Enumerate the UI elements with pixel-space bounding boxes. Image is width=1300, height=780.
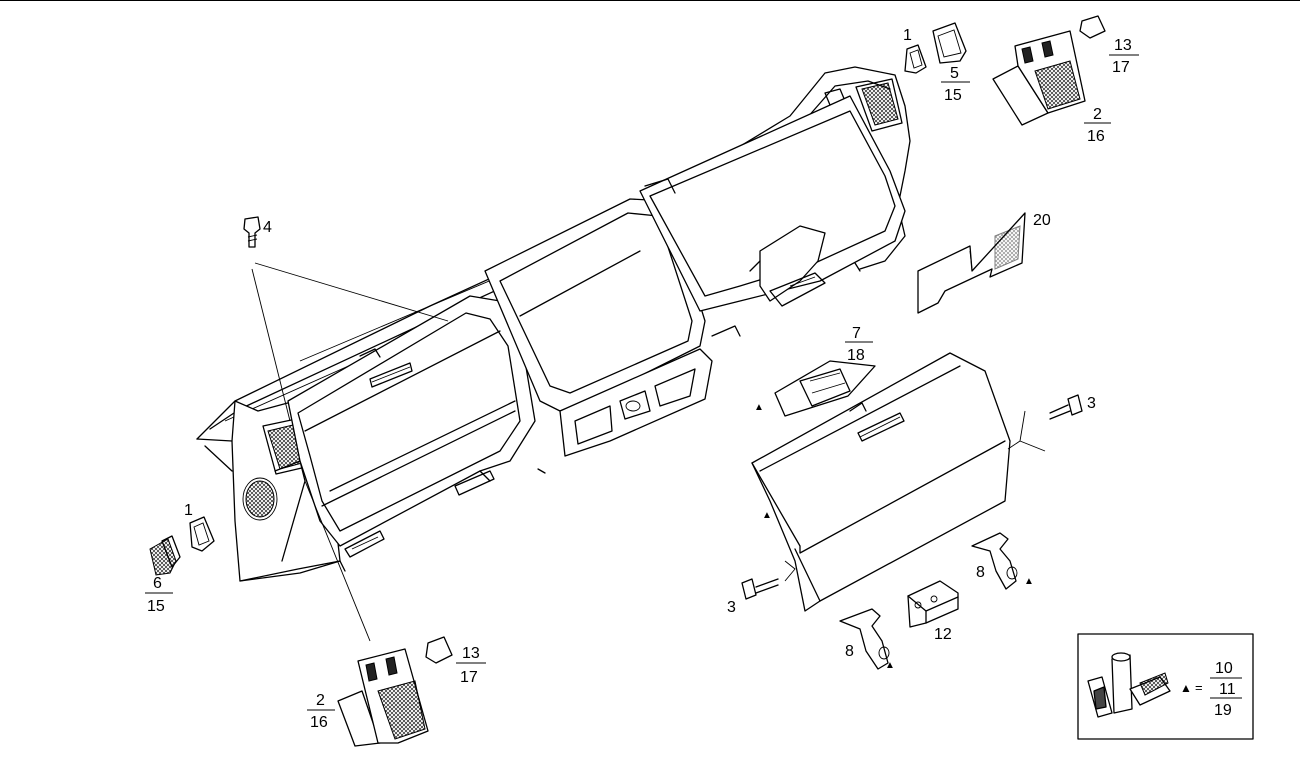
leader-line (254, 262, 449, 322)
legend-equals: = (1195, 680, 1203, 695)
callout-17-den-bottom: 17 (460, 669, 478, 686)
callout-2-num: 2 (1093, 106, 1102, 123)
hinge-bracket-drawing (839, 608, 890, 670)
hardware-kit-drawing (1087, 652, 1171, 718)
callout-3-right: 3 (1087, 395, 1096, 412)
callout-13-num: 13 (1114, 37, 1132, 54)
triangle-marker: ▲ (762, 510, 772, 521)
callout-15-den: 15 (944, 87, 962, 104)
latch-drawing (774, 360, 876, 417)
hinge-bracket-drawing (971, 532, 1018, 590)
callout-1-left: 1 (184, 502, 193, 519)
callout-20: 20 (1033, 212, 1051, 229)
leader-line (251, 268, 291, 422)
leader-line (304, 480, 371, 642)
vent-bezel-drawing (932, 22, 967, 64)
callout-8-left: 8 (845, 643, 854, 660)
glovebox-lid-drawing (751, 352, 1046, 612)
vent-ring-drawing (189, 516, 215, 552)
screw-drawing (741, 578, 779, 600)
legend-19: 19 (1214, 702, 1232, 719)
callout-16-den-bottom: 16 (310, 714, 328, 731)
callout-17-den: 17 (1112, 59, 1130, 76)
round-vent-drawing (149, 535, 181, 576)
vent-cap-drawing (1079, 15, 1106, 39)
vent-cap-drawing (425, 636, 453, 664)
legend-10: 10 (1215, 660, 1233, 677)
legend-box (1077, 633, 1254, 740)
callout-15-den-left: 15 (147, 598, 165, 615)
callout-13-num-bottom: 13 (462, 645, 480, 662)
callout-2-num-bottom: 2 (316, 692, 325, 709)
clip-part-4-drawing (243, 216, 261, 248)
callout-16-den: 16 (1087, 128, 1105, 145)
callout-18-den: 18 (847, 347, 865, 364)
callout-4: 4 (263, 219, 272, 236)
callout-8-right: 8 (976, 564, 985, 581)
air-vent-drawing (337, 648, 429, 747)
callout-5-num: 5 (950, 65, 959, 82)
legend-triangle: ▲ (1180, 681, 1192, 695)
callout-7-num: 7 (852, 325, 861, 342)
round-vent-drawing (245, 480, 275, 518)
screw-drawing (1049, 394, 1083, 420)
air-vent-drawing (992, 30, 1086, 126)
callout-1-top: 1 (903, 27, 912, 44)
panel-part-20-drawing (917, 212, 1026, 314)
triangle-marker: ▲ (1024, 576, 1034, 587)
dashboard-panel-drawing (196, 66, 911, 582)
legend-11: 11 (1219, 681, 1236, 698)
triangle-marker: ▲ (885, 660, 895, 671)
callout-6-num: 6 (153, 575, 162, 592)
vent-ring-drawing (904, 44, 927, 74)
triangle-marker: ▲ (754, 402, 764, 413)
callout-12: 12 (934, 626, 952, 643)
latch-catch-drawing (907, 580, 959, 628)
callout-3-left: 3 (727, 599, 736, 616)
